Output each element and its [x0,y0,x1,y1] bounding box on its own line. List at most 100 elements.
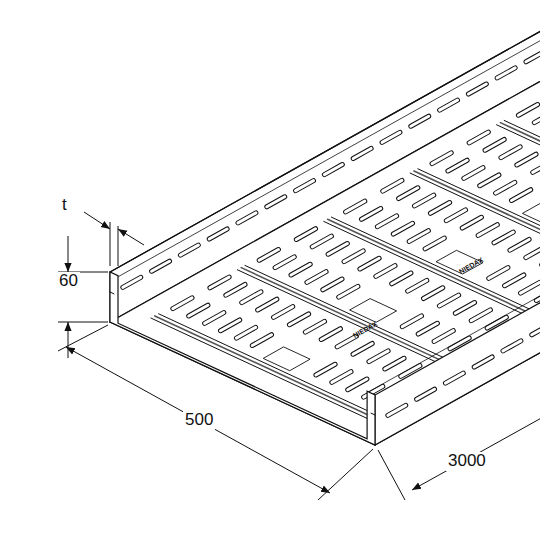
wall-slot [440,100,458,110]
wall-slot [468,84,486,94]
floor-slot [305,321,324,332]
side-wall [375,37,540,445]
floor-slot [337,336,356,347]
floor-slot [296,229,315,240]
floor-slot [346,201,365,212]
wall-hook [371,413,375,415]
floor-slot [377,216,396,227]
floor-slot [344,251,363,262]
floor-slot [332,372,351,383]
floor-slot [533,162,540,173]
floor-slot [501,147,520,158]
rib-window [350,299,397,323]
stiffening-rib [151,318,379,424]
tray-end-edge [110,272,375,445]
floor-slot [274,307,293,318]
floor-slot [369,351,388,362]
floor-slot [323,279,342,290]
wall-lip [368,34,540,392]
floor-slot [348,379,367,390]
floor-slot [485,139,504,150]
wall-lip [110,0,540,272]
stiffening-rib [414,171,540,277]
floor-slot [462,217,481,228]
floor-slot [360,258,379,269]
floor-slot [383,180,402,191]
dimension-lines [58,212,540,500]
floor-slot [480,175,499,186]
stiffening-rib [324,221,540,327]
floor-slot [259,250,278,261]
floor-slot [360,258,379,269]
wall-slot [324,165,342,175]
floor-slot [316,364,335,375]
stiffening-rib [159,314,387,420]
floor-slot [494,232,513,243]
floor-slot [291,264,310,275]
wall-slot [238,213,256,223]
floor-slot [210,277,229,288]
floor-slot [455,303,474,314]
floor-slot [478,225,497,236]
floor-slot [434,331,453,342]
floor-slot [346,201,365,212]
floor-slot [533,162,540,173]
wall-slot [417,389,435,399]
floor-slot [409,231,428,242]
floor-slot [526,247,540,258]
floor-slot [226,284,245,295]
floor-slot [377,216,396,227]
wall-slot [180,245,198,255]
wall-slot [123,277,141,287]
stiffening-rib [504,120,540,226]
dimension-label: 3000 [446,452,488,471]
wall-slot [417,389,435,399]
floor-slot [393,223,412,234]
floor-slot [376,266,395,277]
stiffening-rib [328,219,540,325]
floor-slot [275,257,294,268]
floor-slot [512,190,531,201]
floor-slot [226,284,245,295]
floor-slot [221,320,240,331]
floor-slot [385,358,404,369]
wall-slot [440,100,458,110]
floor-slot [418,323,437,334]
floor-slot [173,298,192,309]
floor-slot [236,327,255,338]
floor-slot [424,288,443,299]
wall-slot [474,357,492,367]
floor-slot [328,243,347,254]
floor-slot [512,190,531,201]
floor-slot [305,321,324,332]
floor-slot [189,305,208,316]
floor-slot [353,343,372,354]
floor-slot [415,195,434,206]
floor-slot [434,331,453,342]
floor-slot [205,313,224,324]
floor-slot [383,180,402,191]
floor-slot [425,238,444,249]
wall-slot [180,245,198,255]
floor-slot [424,288,443,299]
floor-slot [521,282,540,293]
floor-slot [448,160,467,171]
cable-tray [110,0,540,445]
floor-slot [408,280,427,291]
wall-slot [497,68,515,78]
wall-slot [526,52,540,62]
floor-slot [496,182,515,193]
floor-slot [415,195,434,206]
stiffening-rib [500,123,540,229]
floor-slot [510,239,529,250]
floor-slot [348,379,367,390]
wall-slot [324,165,342,175]
stiffening-rib [241,268,469,374]
wall-slot [353,148,371,158]
rib-window [522,202,540,226]
floor-slot [462,217,481,228]
rib-window [263,347,310,371]
floor-slot [464,168,483,179]
floor-slot [471,310,490,321]
floor-slot [291,264,310,275]
